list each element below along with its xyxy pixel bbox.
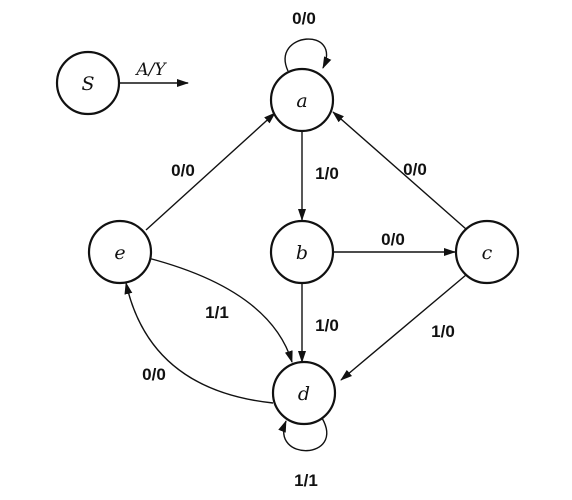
edge-a-a — [284, 38, 332, 72]
state-a: a — [269, 67, 335, 133]
label-a-b: 1/0 — [315, 164, 339, 183]
edge-c-d — [340, 274, 467, 381]
label-e-d: 1/1 — [205, 303, 229, 322]
state-b-label: b — [296, 242, 308, 264]
edge-e-a — [145, 112, 276, 231]
label-c-a: 0/0 — [403, 160, 427, 179]
state-b: b — [269, 219, 335, 285]
state-d: d — [271, 360, 337, 426]
label-b-c: 0/0 — [381, 230, 405, 249]
edge-c-a — [332, 111, 467, 230]
label-a-a: 0/0 — [292, 9, 316, 28]
label-d-d: 1/1 — [294, 471, 318, 490]
state-c: c — [454, 219, 520, 285]
edge-d-e — [124, 282, 274, 404]
label-d-e: 0/0 — [142, 365, 166, 384]
state-e-label: e — [114, 242, 125, 264]
state-a-label: a — [296, 90, 307, 112]
state-c-label: c — [482, 242, 493, 264]
legend-transition-label: A/Y — [134, 60, 167, 80]
transitions — [124, 38, 467, 452]
transition-labels: 0/0 1/0 0/0 1/0 0/0 1/0 0/0 1/1 0/0 1/1 — [142, 9, 455, 490]
states: a b c d e — [87, 67, 520, 426]
label-e-a: 0/0 — [171, 161, 195, 180]
legend: S A/Y — [55, 50, 189, 116]
legend-state-label: S — [81, 73, 94, 95]
edge-e-d — [147, 257, 293, 363]
label-c-d: 1/0 — [431, 322, 455, 341]
state-d-label: d — [298, 383, 310, 405]
state-e: e — [87, 219, 153, 285]
label-b-d: 1/0 — [315, 316, 339, 335]
edge-d-d — [278, 417, 328, 452]
